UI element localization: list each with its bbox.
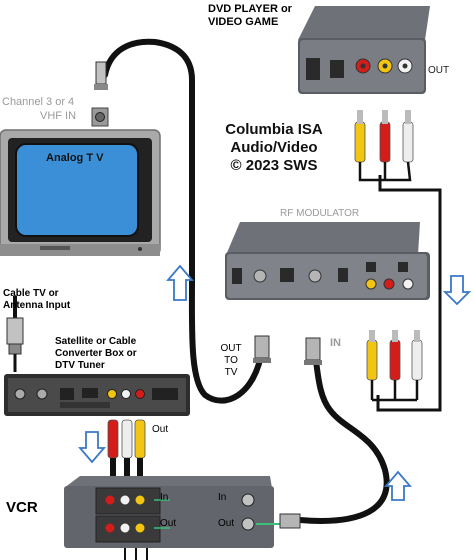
rca-cable-dvd-to-modulator xyxy=(376,175,442,412)
diagram-title-line1: Columbia ISA xyxy=(225,121,323,138)
converter-label-line1: Satellite or Cable xyxy=(55,336,137,347)
vcr-in-label-right: In xyxy=(218,492,227,503)
rca-plugs-modulator-side xyxy=(366,330,423,402)
diagram-title-line3: © 2023 SWS xyxy=(230,157,318,174)
vhf-label-line2: VHF IN xyxy=(40,110,77,122)
dvd-label-line1: DVD PLAYER or xyxy=(208,3,292,15)
coax-plug-in xyxy=(304,337,322,365)
out-to-tv-line2: TO xyxy=(224,355,238,366)
coax-plug-out xyxy=(253,335,271,363)
rca-plugs-converter-out xyxy=(107,419,146,476)
out-to-tv-line1: OUT xyxy=(220,343,242,354)
vcr-out-label-right: Out xyxy=(218,518,235,529)
flow-arrow-down-converter xyxy=(78,431,106,464)
flow-arrow-up-coax xyxy=(384,470,412,501)
converter-label-line2: Converter Box or xyxy=(55,348,137,359)
vcr-out-label-left: Out xyxy=(160,518,177,529)
out-to-tv-line3: TV xyxy=(224,367,238,378)
vhf-label-line1: Channel 3 or 4 xyxy=(2,96,75,108)
rca-plugs-dvd-side xyxy=(354,110,414,182)
dvd-out-label: OUT xyxy=(428,65,450,76)
cable-label-line2: Antenna Input xyxy=(3,300,71,311)
vhf-connector xyxy=(91,61,109,127)
coax-plug-vcr xyxy=(279,513,301,529)
coax-cable-vcr-to-modulator xyxy=(297,352,390,524)
converter-box xyxy=(4,374,190,416)
vcr-in-label-left: In xyxy=(160,492,169,503)
vcr xyxy=(64,476,280,548)
converter-out-label: Out xyxy=(152,424,169,435)
flow-arrow-up-tv xyxy=(166,264,194,301)
dvd-label-line2: VIDEO GAME xyxy=(208,16,279,28)
cable-label-line1: Cable TV or xyxy=(3,288,59,299)
tv-screen-label: Analog T V xyxy=(46,152,104,164)
rf-modulator-label: RF MODULATOR xyxy=(280,208,360,219)
rf-modulator xyxy=(225,222,430,300)
cable-tv-input-plug xyxy=(6,296,24,372)
diagram-title-line2: Audio/Video xyxy=(230,139,318,156)
dvd-player xyxy=(298,6,430,94)
analog-tv xyxy=(0,129,161,256)
modulator-in-label: IN xyxy=(330,337,341,349)
coax-cable-modulator-to-tv xyxy=(102,38,265,404)
vcr-label: VCR xyxy=(6,499,38,516)
converter-label-line3: DTV Tuner xyxy=(55,360,105,371)
flow-arrow-down-rca xyxy=(442,275,472,306)
